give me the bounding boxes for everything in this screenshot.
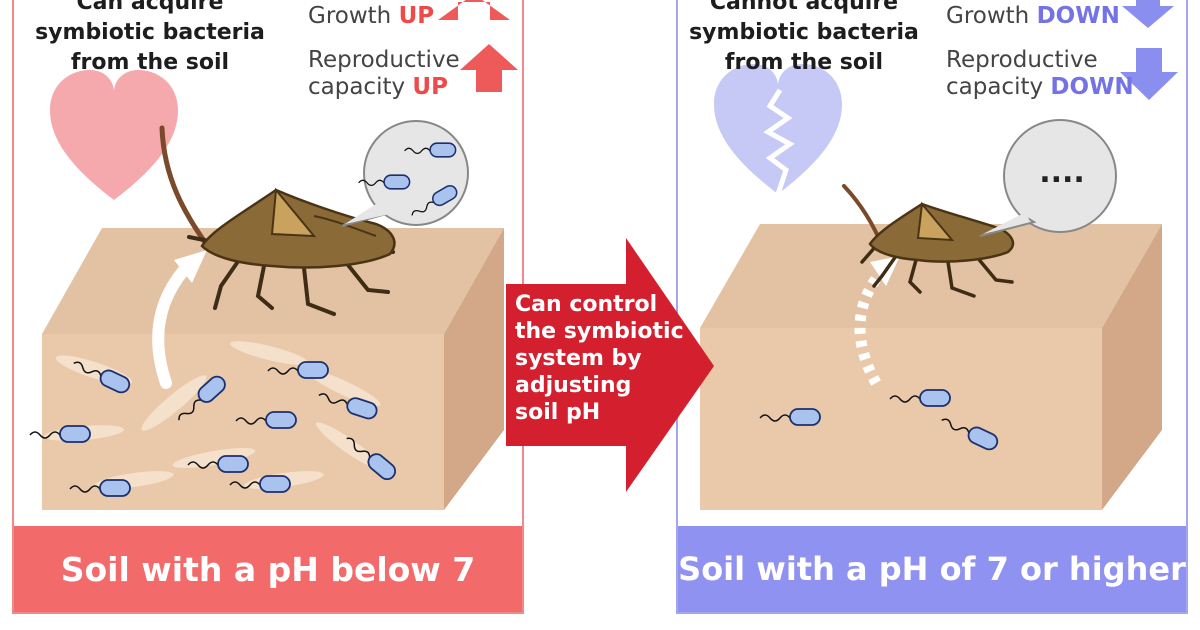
- center-message: Can control the symbiotic system by adju…: [515, 291, 705, 426]
- right-reproduction-label-2: capacity: [946, 74, 1044, 100]
- right-title-line-1: Cannot acquire: [709, 0, 899, 15]
- footer-low-ph: Soil with a pH below 7: [14, 526, 522, 612]
- left-title-line-2: symbiotic bacteria: [35, 20, 265, 45]
- right-illustration: ....: [700, 0, 1178, 510]
- left-panel-low-ph: Can acquire symbiotic bacteria from the …: [12, 0, 524, 614]
- right-growth-status: DOWN: [1036, 3, 1120, 29]
- center-line-5: soil pH: [515, 400, 601, 425]
- center-line-3: system by: [515, 346, 642, 371]
- left-reproduction-stat: Reproductive capacity UP: [308, 47, 460, 101]
- center-line-1: Can control: [515, 292, 658, 317]
- left-reproduction-status: UP: [412, 74, 448, 100]
- speech-bubble-text: ....: [1039, 155, 1085, 190]
- soil-block-right: [700, 224, 1162, 510]
- stinkbug-icon: [159, 125, 396, 316]
- right-reproduction-label-1: Reproductive: [946, 47, 1098, 73]
- right-reproduction-stat: Reproductive capacity DOWN: [946, 47, 1134, 101]
- reproduction-up-arrow-icon: [460, 44, 518, 92]
- left-title: Can acquire symbiotic bacteria from the …: [20, 0, 280, 78]
- left-growth-label: Growth: [308, 3, 392, 29]
- broken-heart-icon: [714, 64, 842, 195]
- soil-block-left: [42, 228, 504, 510]
- right-panel-high-ph: .... Cannot acquire symbiotic bacteria f…: [676, 0, 1188, 614]
- left-reproduction-label-2: capacity: [308, 74, 406, 100]
- acquisition-arrow-icon: [152, 250, 207, 389]
- stinkbug-icon: [842, 184, 1015, 298]
- growth-down-arrow-icon: [1122, 0, 1174, 28]
- footer-high-ph: Soil with a pH of 7 or higher: [678, 526, 1186, 612]
- speech-bubble-bacteria: [341, 120, 469, 227]
- right-title-line-3: from the soil: [724, 50, 884, 75]
- reproduction-down-arrow-icon: [1120, 48, 1178, 100]
- left-growth-stat: Growth UP: [308, 3, 434, 30]
- left-title-line-3: from the soil: [70, 50, 230, 75]
- speech-bubble-empty: [979, 119, 1117, 237]
- right-reproduction-status: DOWN: [1050, 74, 1134, 100]
- center-line-2: the symbiotic: [515, 319, 684, 344]
- left-reproduction-label-1: Reproductive: [308, 47, 460, 73]
- right-growth-label: Growth: [946, 3, 1030, 29]
- center-line-4: adjusting: [515, 373, 632, 398]
- left-growth-status: UP: [398, 3, 435, 29]
- heart-icon: [50, 70, 178, 200]
- left-illustration: [29, 0, 518, 510]
- right-title: Cannot acquire symbiotic bacteria from t…: [678, 0, 934, 78]
- center-red-arrow-icon: [506, 238, 714, 492]
- left-title-line-1: Can acquire: [76, 0, 224, 15]
- growth-up-arrow-icon: [438, 0, 510, 20]
- right-title-line-2: symbiotic bacteria: [689, 20, 919, 45]
- right-growth-stat: Growth DOWN: [946, 3, 1120, 30]
